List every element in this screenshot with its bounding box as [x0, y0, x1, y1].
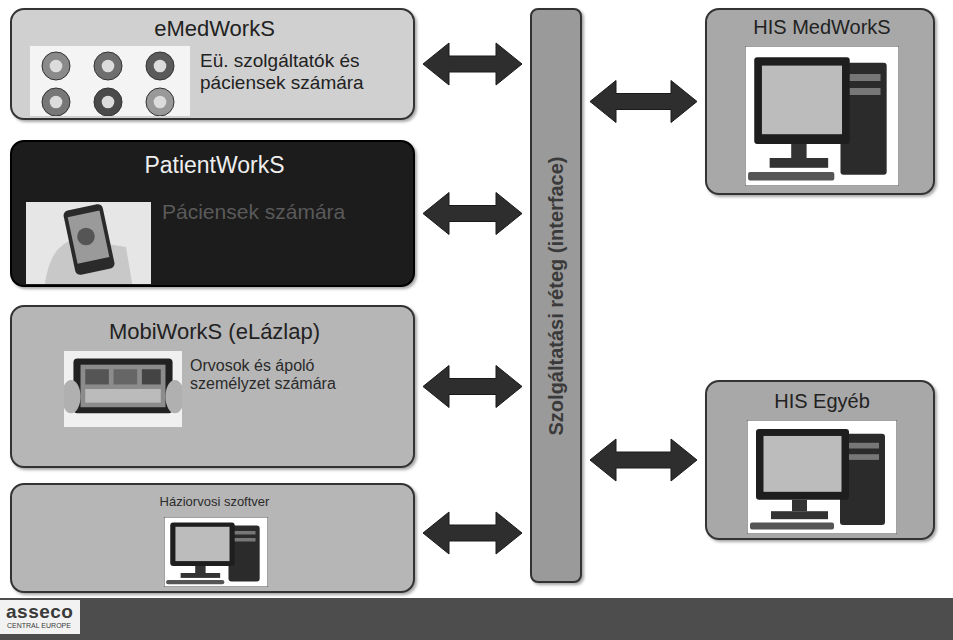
his-box: HIS Egyéb [705, 380, 935, 540]
double-arrow [423, 366, 522, 408]
box-title: Háziorvosi szoftver [12, 495, 417, 510]
double-arrow [590, 81, 697, 123]
logo-subtitle: CENTRAL EUROPE [7, 622, 71, 629]
computer-image [164, 517, 268, 587]
system-box: eMedWorkS Eü. szolgáltatók és páciensek s… [10, 8, 415, 120]
system-box: Háziorvosi szoftver [10, 483, 415, 593]
logo-wordmark: asseco [6, 601, 73, 623]
browser-icons [30, 46, 190, 116]
box-title: PatientWorkS [12, 152, 417, 178]
system-box: MobiWorkS (eLázlap) Orvosok és ápoló szem… [10, 305, 415, 468]
box-description: Orvosok és ápoló személyzet számára [190, 357, 390, 394]
box-title: HIS MedWorkS [707, 16, 937, 39]
logo-panel: assecoCENTRAL EUROPE [0, 600, 80, 634]
phone-image [26, 202, 151, 284]
interface-band: Szolgáltatási réteg (interface) [530, 8, 582, 583]
tablet-image [64, 351, 182, 427]
box-description: Páciensek számára [162, 200, 407, 224]
box-title: MobiWorkS (eLázlap) [12, 319, 417, 344]
system-box: PatientWorkS Páciensek számára [10, 140, 415, 287]
double-arrow [423, 193, 522, 235]
double-arrow [590, 439, 697, 481]
footer-bar [0, 598, 953, 640]
box-description: Eü. szolgáltatók és páciensek számára [200, 50, 412, 94]
box-title: HIS Egyéb [707, 390, 937, 413]
double-arrow [423, 512, 522, 554]
box-title: eMedWorkS [12, 16, 417, 41]
computer-image [745, 46, 899, 186]
computer-image [747, 420, 897, 534]
his-box: HIS MedWorkS [705, 8, 935, 195]
double-arrow [423, 43, 522, 85]
band-title: Szolgáltatási réteg (interface) [545, 156, 568, 435]
